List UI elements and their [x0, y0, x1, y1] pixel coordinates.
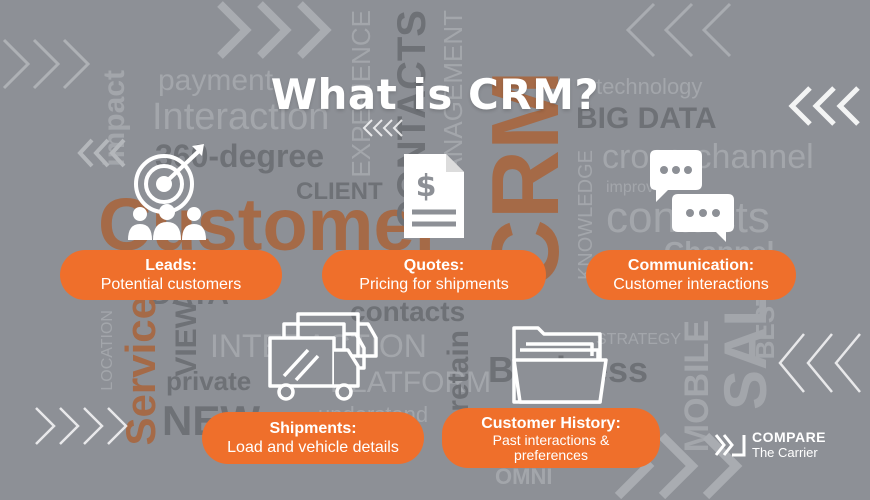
card-heading: Shipments: [269, 420, 357, 437]
brand-logo: COMPARE The Carrier [714, 429, 826, 461]
card-leads: Leads: Potential customers [60, 250, 282, 300]
card-heading: Communication: [627, 257, 755, 274]
bg-word: BIG DATA [576, 102, 717, 135]
bg-word: retain [442, 330, 475, 412]
logo-tagline: The Carrier [752, 445, 818, 460]
card-heading: Quotes: [403, 257, 465, 274]
bg-word: private [166, 366, 252, 396]
card-communication: Communication: Customer interactions [586, 250, 796, 300]
chevron-left-icon [788, 86, 860, 126]
bg-word: VIEW [170, 300, 203, 377]
chevron-left-icon [362, 119, 403, 137]
trucks-icon [268, 312, 378, 401]
chevron-right-icon [2, 38, 91, 90]
bg-word: STRATEGY [596, 331, 682, 348]
bg-word: contacts [350, 296, 466, 327]
page-title: What is CRM? [270, 70, 600, 119]
chat-bubbles-icon [650, 150, 734, 242]
svg-text:$: $ [416, 169, 437, 204]
bg-word: payment [158, 64, 274, 97]
bg-word: Interaction [152, 96, 330, 138]
bg-word: OMNI [495, 464, 553, 489]
invoice-dollar-icon: $ [404, 154, 464, 238]
compare-the-carrier-logo-icon [714, 434, 746, 457]
bg-word: cross-channel [602, 138, 814, 176]
card-description: Customer interactions [613, 276, 769, 293]
folder-files-icon [512, 326, 608, 404]
bg-word: improve [606, 179, 663, 196]
logo-brand: COMPARE [752, 429, 827, 445]
card-shipments: Shipments: Load and vehicle details [202, 412, 424, 464]
chevron-left-icon [77, 138, 126, 168]
card-description: Potential customers [100, 276, 242, 293]
card-heading: Leads: [145, 257, 197, 274]
card-heading: Customer History: [481, 414, 621, 432]
chevron-left-icon [778, 333, 861, 393]
chevron-left-icon [625, 2, 732, 58]
card-quotes: Quotes: Pricing for shipments [322, 250, 546, 300]
bg-word: technology [596, 74, 703, 99]
chevron-right-icon [217, 1, 332, 59]
bg-word: LOCATION [99, 310, 116, 391]
card-description: Pricing for shipments [359, 276, 509, 293]
target-audience-icon [128, 144, 206, 240]
card-description: Load and vehicle details [227, 439, 399, 456]
chevron-right-icon [35, 407, 128, 445]
bg-word: CLIENT [296, 178, 383, 205]
card-customer-history: Customer History: Past interactions & pr… [442, 408, 660, 468]
card-description: Past interactions & preferences [492, 431, 610, 463]
